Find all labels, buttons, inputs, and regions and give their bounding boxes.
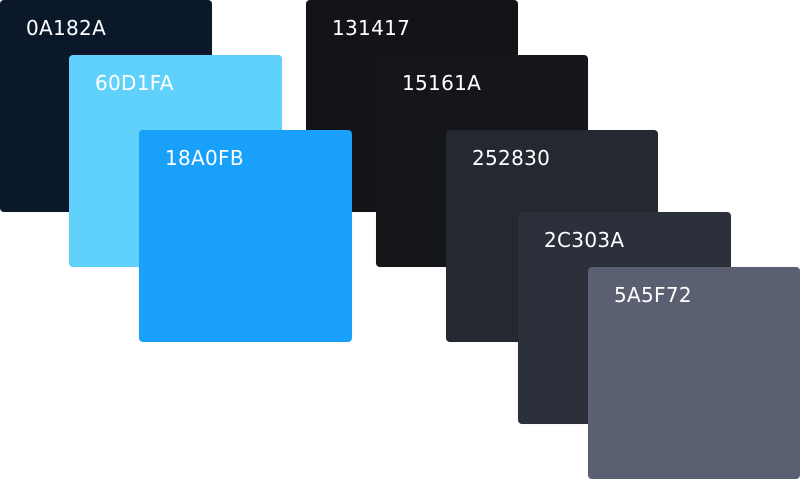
swatch-label: 18A0FB [165, 146, 244, 170]
swatch-label: 0A182A [26, 16, 107, 40]
swatch-label: 2C303A [544, 228, 625, 252]
swatch-label: 131417 [332, 16, 411, 40]
swatch-label: 15161A [402, 71, 482, 95]
swatch-label: 252830 [472, 146, 551, 170]
swatch-label: 60D1FA [95, 71, 174, 95]
color-swatch-5a5f72: 5A5F72 [588, 267, 800, 479]
color-swatch-18a0fb: 18A0FB [139, 130, 352, 342]
swatch-label: 5A5F72 [614, 283, 692, 307]
